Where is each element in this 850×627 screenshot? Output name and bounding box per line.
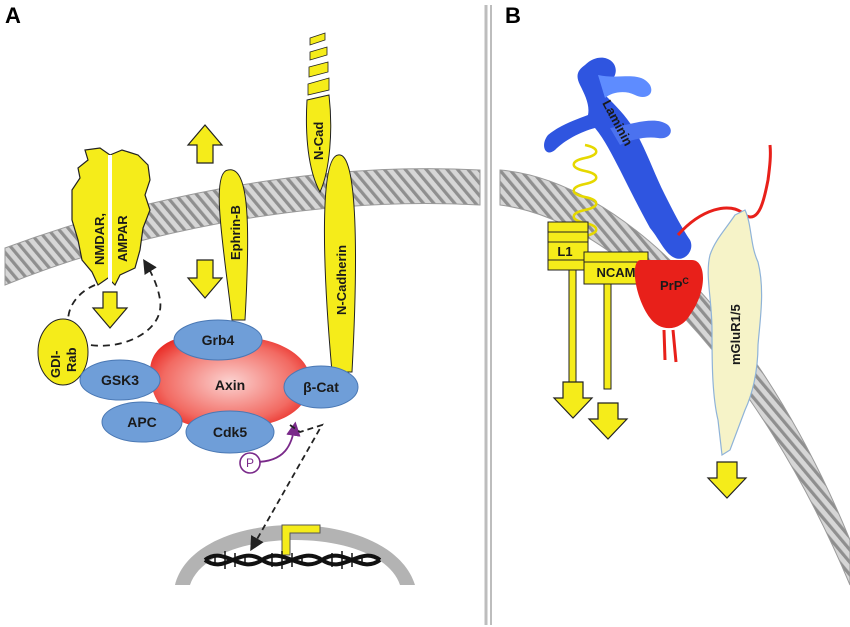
beta-cat-protein (283, 365, 359, 409)
panel-letter-b: B (505, 3, 521, 28)
grb4-label: Grb4 (202, 332, 235, 348)
prpc-label: PrPC (660, 276, 689, 293)
apc-label: APC (127, 414, 157, 430)
l1-protein (547, 221, 589, 386)
phosphorylation-arrow (254, 421, 301, 463)
phospho-label: P (246, 456, 254, 470)
promoter-flag (281, 524, 321, 556)
receptor-down-arrow (91, 291, 129, 329)
ephrin-b-label: Ephrin-B (228, 205, 243, 260)
n-cad-extracellular-stripes (307, 32, 330, 96)
axin-complex (150, 335, 310, 429)
l1-coil (572, 143, 598, 251)
gdi-rab-protein (37, 318, 89, 386)
phospho-circle (239, 452, 261, 474)
gdi-label: GDI- (48, 351, 63, 378)
beta-cat-nuclear-dashed-arrow (250, 423, 324, 552)
n-cad-domain (305, 94, 332, 194)
l1-label: L1 (557, 244, 572, 259)
nmdar-ampar-receptor (71, 147, 151, 287)
ephrin-b-protein (218, 169, 249, 321)
dna-helix (203, 551, 382, 569)
panel-divider (484, 5, 492, 625)
gsk3-protein (79, 359, 161, 401)
axin-label: Axin (215, 377, 245, 393)
cdk5-label: Cdk5 (213, 424, 247, 440)
red-tether-line (676, 144, 772, 236)
ncam-label: NCAM (597, 265, 636, 280)
ncam-down-arrow (587, 402, 629, 440)
gsk3-label: GSK3 (101, 372, 139, 388)
ephrin-up-arrow (186, 124, 224, 164)
grb4-protein (173, 319, 263, 361)
nuclear-envelope (175, 525, 415, 585)
beta-cat-label: β-Cat (303, 379, 339, 395)
n-cadherin-label: N-Cadherin (334, 245, 349, 315)
n-cad-label: N-Cad (311, 122, 326, 160)
ampar-label: AMPAR (115, 215, 130, 262)
membrane-b (499, 169, 850, 586)
apc-protein (101, 401, 183, 443)
ephrin-down-arrow (186, 259, 224, 299)
panel-letter-a: A (5, 3, 21, 28)
nmdar-label: NMDAR, (92, 213, 107, 265)
laminin-protein (544, 57, 692, 259)
rab-label: Rab (64, 347, 79, 372)
cdk5-protein (185, 410, 275, 454)
mglur-label: mGluR1/5 (728, 304, 743, 365)
prpc-protein (634, 260, 703, 363)
mglur-receptor (707, 209, 763, 457)
mglur-down-arrow (706, 461, 748, 499)
recycling-dashed-loop (67, 258, 162, 347)
l1-down-arrow (552, 381, 594, 419)
